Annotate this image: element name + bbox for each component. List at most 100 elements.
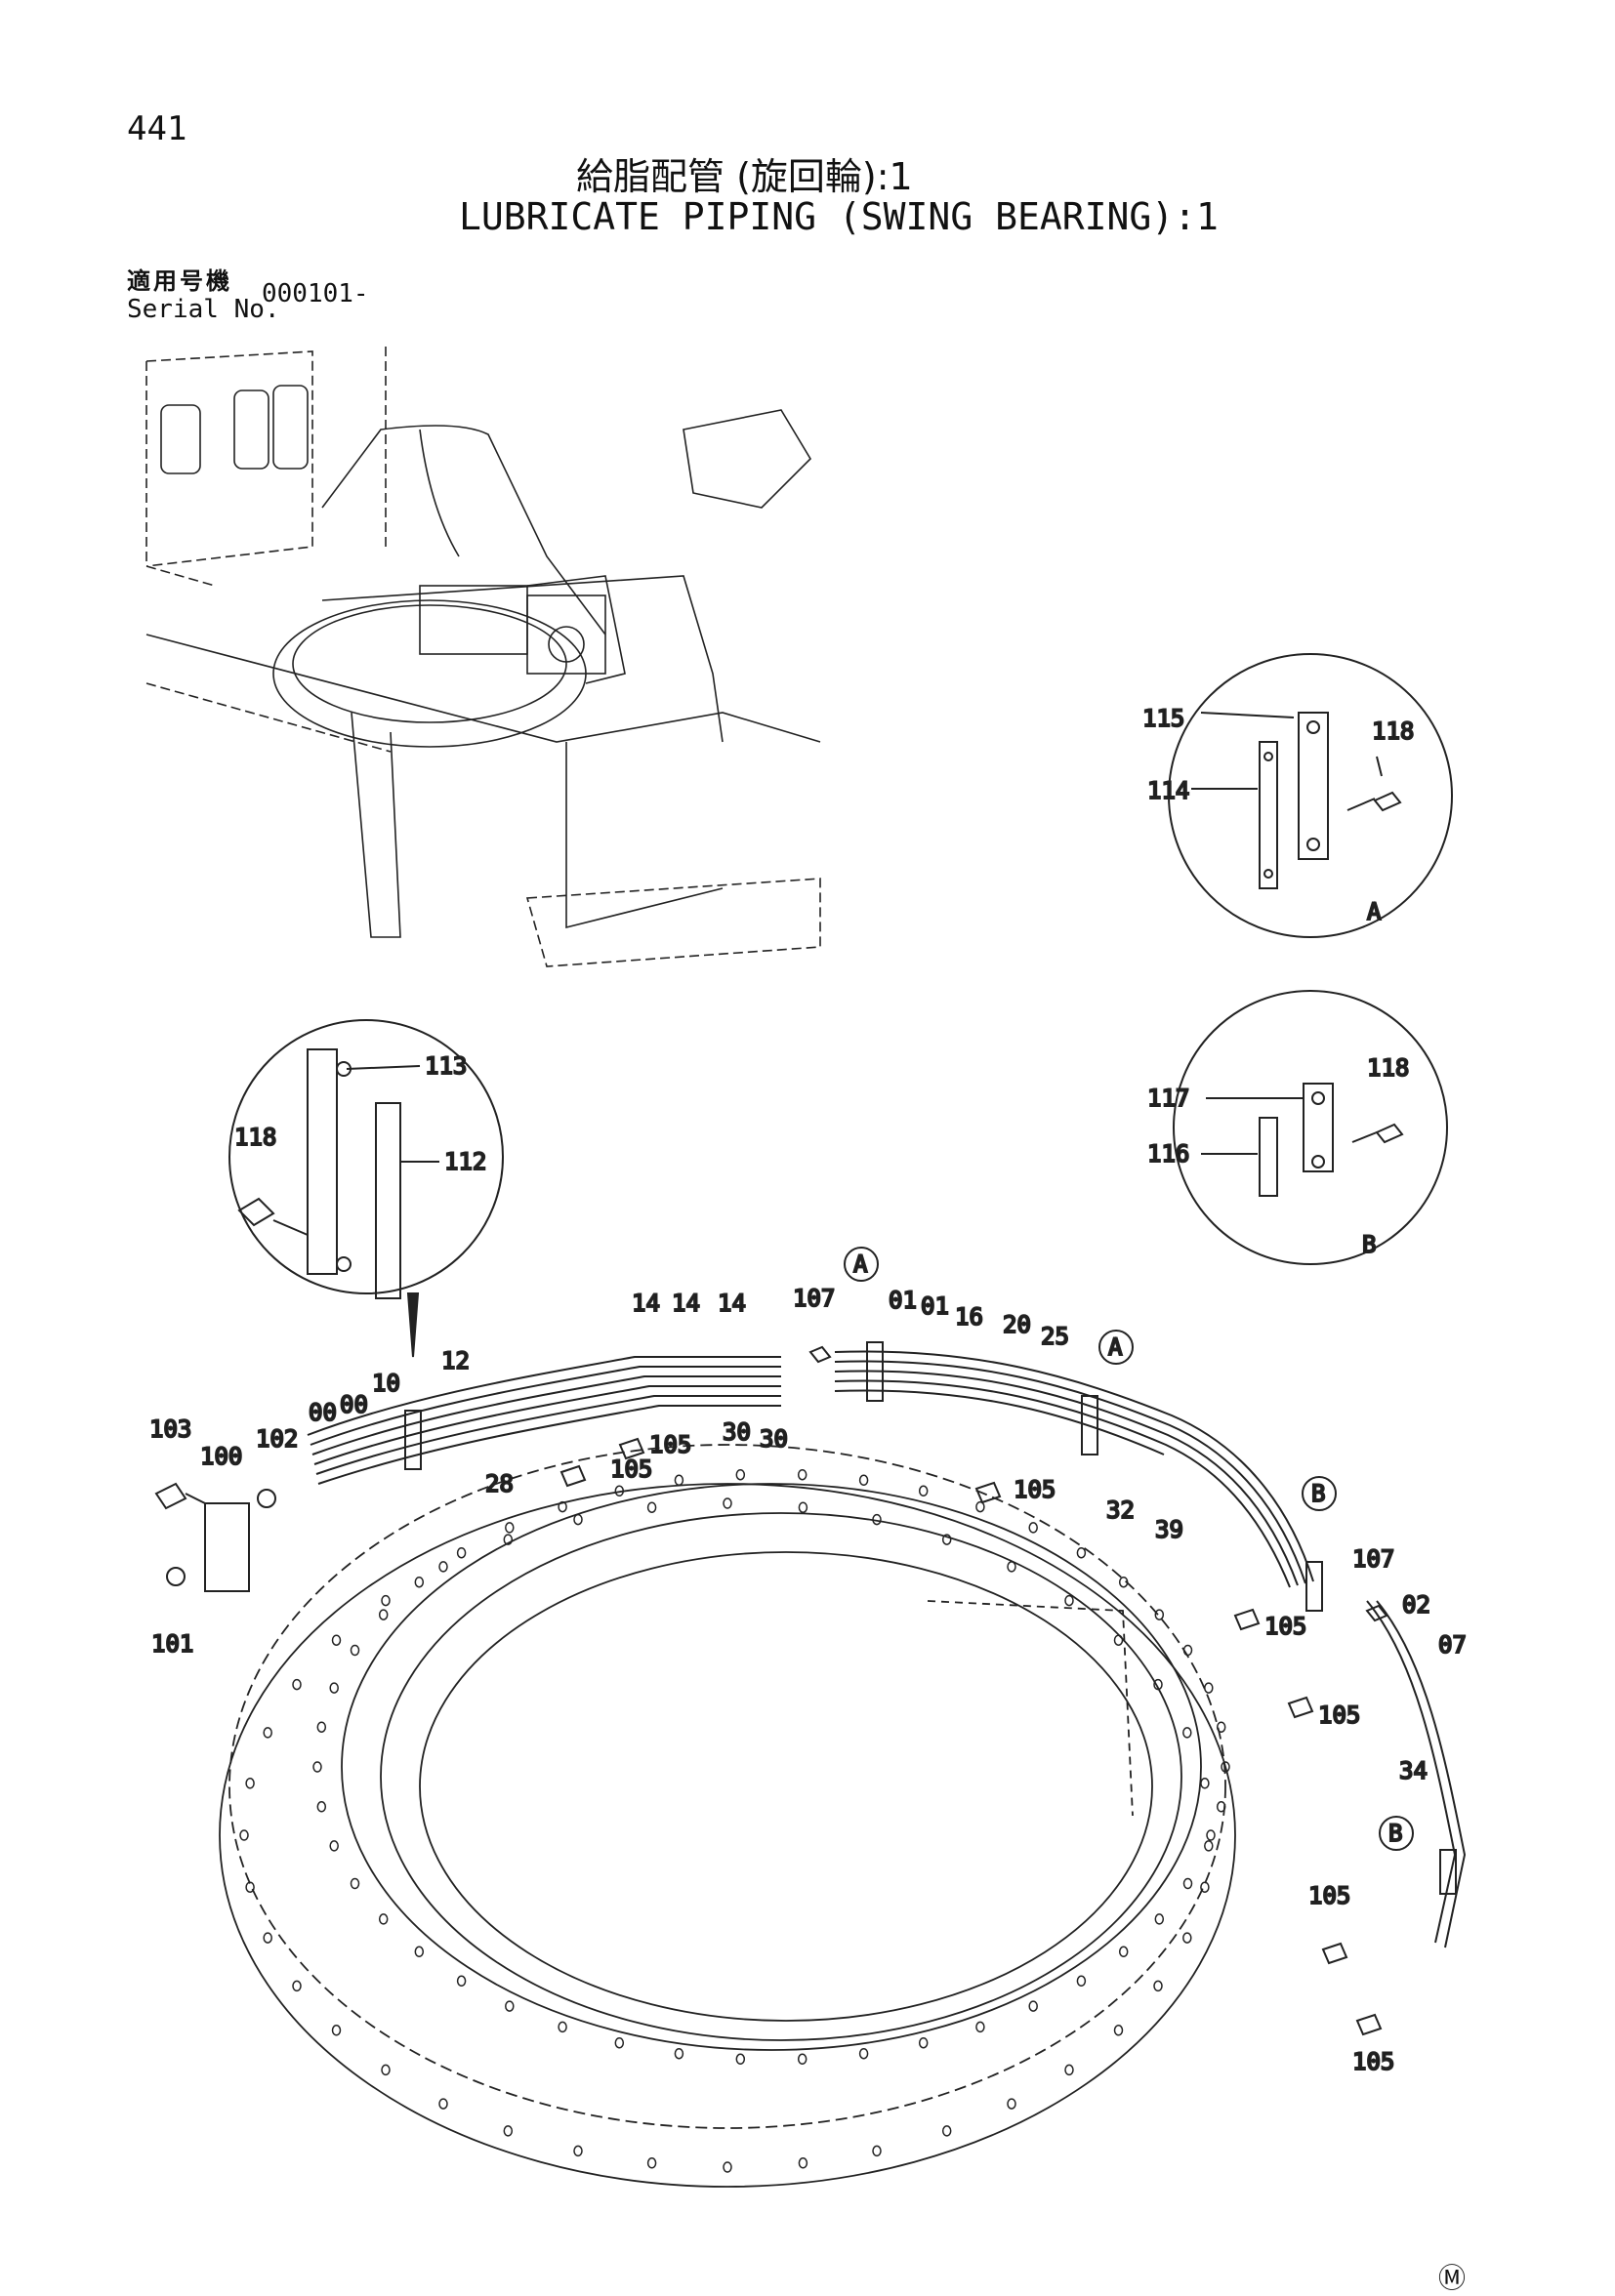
callout-14-a: 14 (632, 1290, 660, 1317)
bolt-hole (1200, 1881, 1210, 1893)
callout-30-a: 30 (723, 1418, 751, 1446)
bolt-hole (1064, 1594, 1074, 1607)
callout-letter-b: B (1362, 1231, 1376, 1258)
bolt-hole (614, 1485, 625, 1497)
bolt-hole (1221, 1761, 1230, 1773)
bolt-hole (723, 2161, 732, 2173)
callout-107-top: 107 (793, 1285, 835, 1312)
callout-117: 117 (1147, 1085, 1189, 1112)
bolt-hole (1204, 1682, 1214, 1694)
marker-a-2: A (1108, 1333, 1123, 1361)
bolt-hole (329, 1840, 339, 1852)
callout-34: 34 (1399, 1757, 1428, 1784)
pipe-harness (154, 1341, 1467, 2036)
bolt-hole (316, 1721, 327, 1733)
callout-14-b: 14 (672, 1290, 700, 1317)
bolt-hole (381, 2064, 391, 2076)
bolt-hole (1007, 1561, 1016, 1573)
swing-bearing-ring (219, 1444, 1236, 2188)
bolt-hole (558, 2021, 567, 2033)
bolt-hole (975, 2021, 985, 2033)
bolt-hole (438, 1561, 448, 1573)
bolt-hole (505, 2000, 515, 2012)
bolt-hole (735, 2053, 746, 2066)
bolt-hole (292, 1980, 302, 1992)
bolt-hole (1200, 1778, 1210, 1789)
callout-10: 10 (372, 1370, 400, 1397)
callout-114: 114 (1147, 777, 1189, 804)
bolt-hole (798, 2157, 808, 2169)
callout-115: 115 (1142, 705, 1184, 732)
bolt-hole (263, 1932, 272, 1944)
callout-14-c: 14 (718, 1290, 746, 1317)
bolt-hole (558, 1500, 567, 1513)
bolt-hole (1118, 1576, 1129, 1588)
bolt-hole (438, 2098, 448, 2110)
bolt-hole (1153, 1678, 1163, 1691)
footer-mark: Ⓜ (1438, 2262, 1467, 2294)
bolt-hole (350, 1877, 360, 1890)
bolt-hole (1028, 2000, 1038, 2012)
callout-118b: 118 (1367, 1054, 1409, 1082)
bolt-hole (798, 1501, 808, 1513)
callout-100: 100 (200, 1443, 242, 1470)
bolt-hole (378, 1913, 389, 1925)
bolt-hole (941, 2125, 952, 2137)
callout-118c: 118 (234, 1124, 276, 1151)
callout-105-b: 105 (610, 1456, 652, 1483)
callout-28: 28 (485, 1470, 514, 1497)
page-number: 441 (127, 109, 187, 148)
bolt-hole (573, 2145, 583, 2157)
bolt-hole (858, 1474, 869, 1487)
bolt-hole (1113, 1634, 1124, 1646)
bolt-hole (503, 2125, 514, 2137)
bolt-hole (350, 1644, 360, 1657)
callout-105-a: 105 (649, 1431, 691, 1458)
bolt-hole (381, 1594, 391, 1607)
bolt-hole (646, 2157, 657, 2169)
serial-label-japanese: 適用号機 (127, 267, 232, 295)
bolt-hole (1182, 1877, 1193, 1890)
title-japanese: 給脂配管 (旋回輪):1 (576, 155, 913, 198)
callout-105-c: 105 (1014, 1476, 1056, 1503)
bolt-hole (1064, 2064, 1074, 2076)
bolt-hole (1076, 1546, 1087, 1559)
bolt-hole (239, 1829, 249, 1841)
callout-12: 12 (441, 1347, 470, 1374)
bolt-hole (1153, 1980, 1163, 1992)
bolt-hole (1118, 1946, 1129, 1958)
bolt-hole (1216, 1721, 1226, 1733)
callout-16: 16 (955, 1303, 983, 1331)
bolt-hole (858, 2047, 869, 2060)
bolt-hole (1154, 1609, 1165, 1620)
callout-00-a: 00 (309, 1399, 337, 1426)
bolt-hole (735, 1468, 746, 1481)
callout-39: 39 (1155, 1516, 1183, 1543)
bolt-hole (1182, 1727, 1192, 1739)
callout-00-b: 00 (340, 1391, 368, 1418)
bolt-hole (316, 1801, 327, 1813)
callout-102: 102 (256, 1425, 298, 1453)
title-english: LUBRICATE PIPING (SWING BEARING):1 (459, 195, 1219, 238)
bolt-hole (674, 1474, 684, 1487)
callout-105-e: 105 (1318, 1702, 1360, 1729)
detail-left-circle (228, 1019, 504, 1358)
callout-105-f: 105 (1308, 1882, 1350, 1909)
bolt-hole (614, 2036, 625, 2049)
callout-30-b: 30 (760, 1425, 788, 1453)
detail-a-circle (1168, 653, 1453, 938)
bolt-hole (573, 1513, 583, 1526)
bolt-hole (941, 1534, 952, 1545)
bolt-hole (1182, 1644, 1193, 1657)
marker-b-2: B (1388, 1820, 1402, 1847)
callout-32: 32 (1106, 1496, 1135, 1524)
marker-circles (844, 1247, 1414, 1851)
serial-label-english: Serial No. (127, 295, 280, 324)
callout-103: 103 (149, 1415, 191, 1443)
serial-value: 000101- (262, 279, 369, 308)
callout-116: 116 (1147, 1140, 1189, 1168)
bolt-hole (331, 1634, 342, 1646)
bolt-hole (1113, 2025, 1124, 2036)
bolt-hole (1007, 2098, 1016, 2110)
machine-illustration (145, 347, 821, 967)
